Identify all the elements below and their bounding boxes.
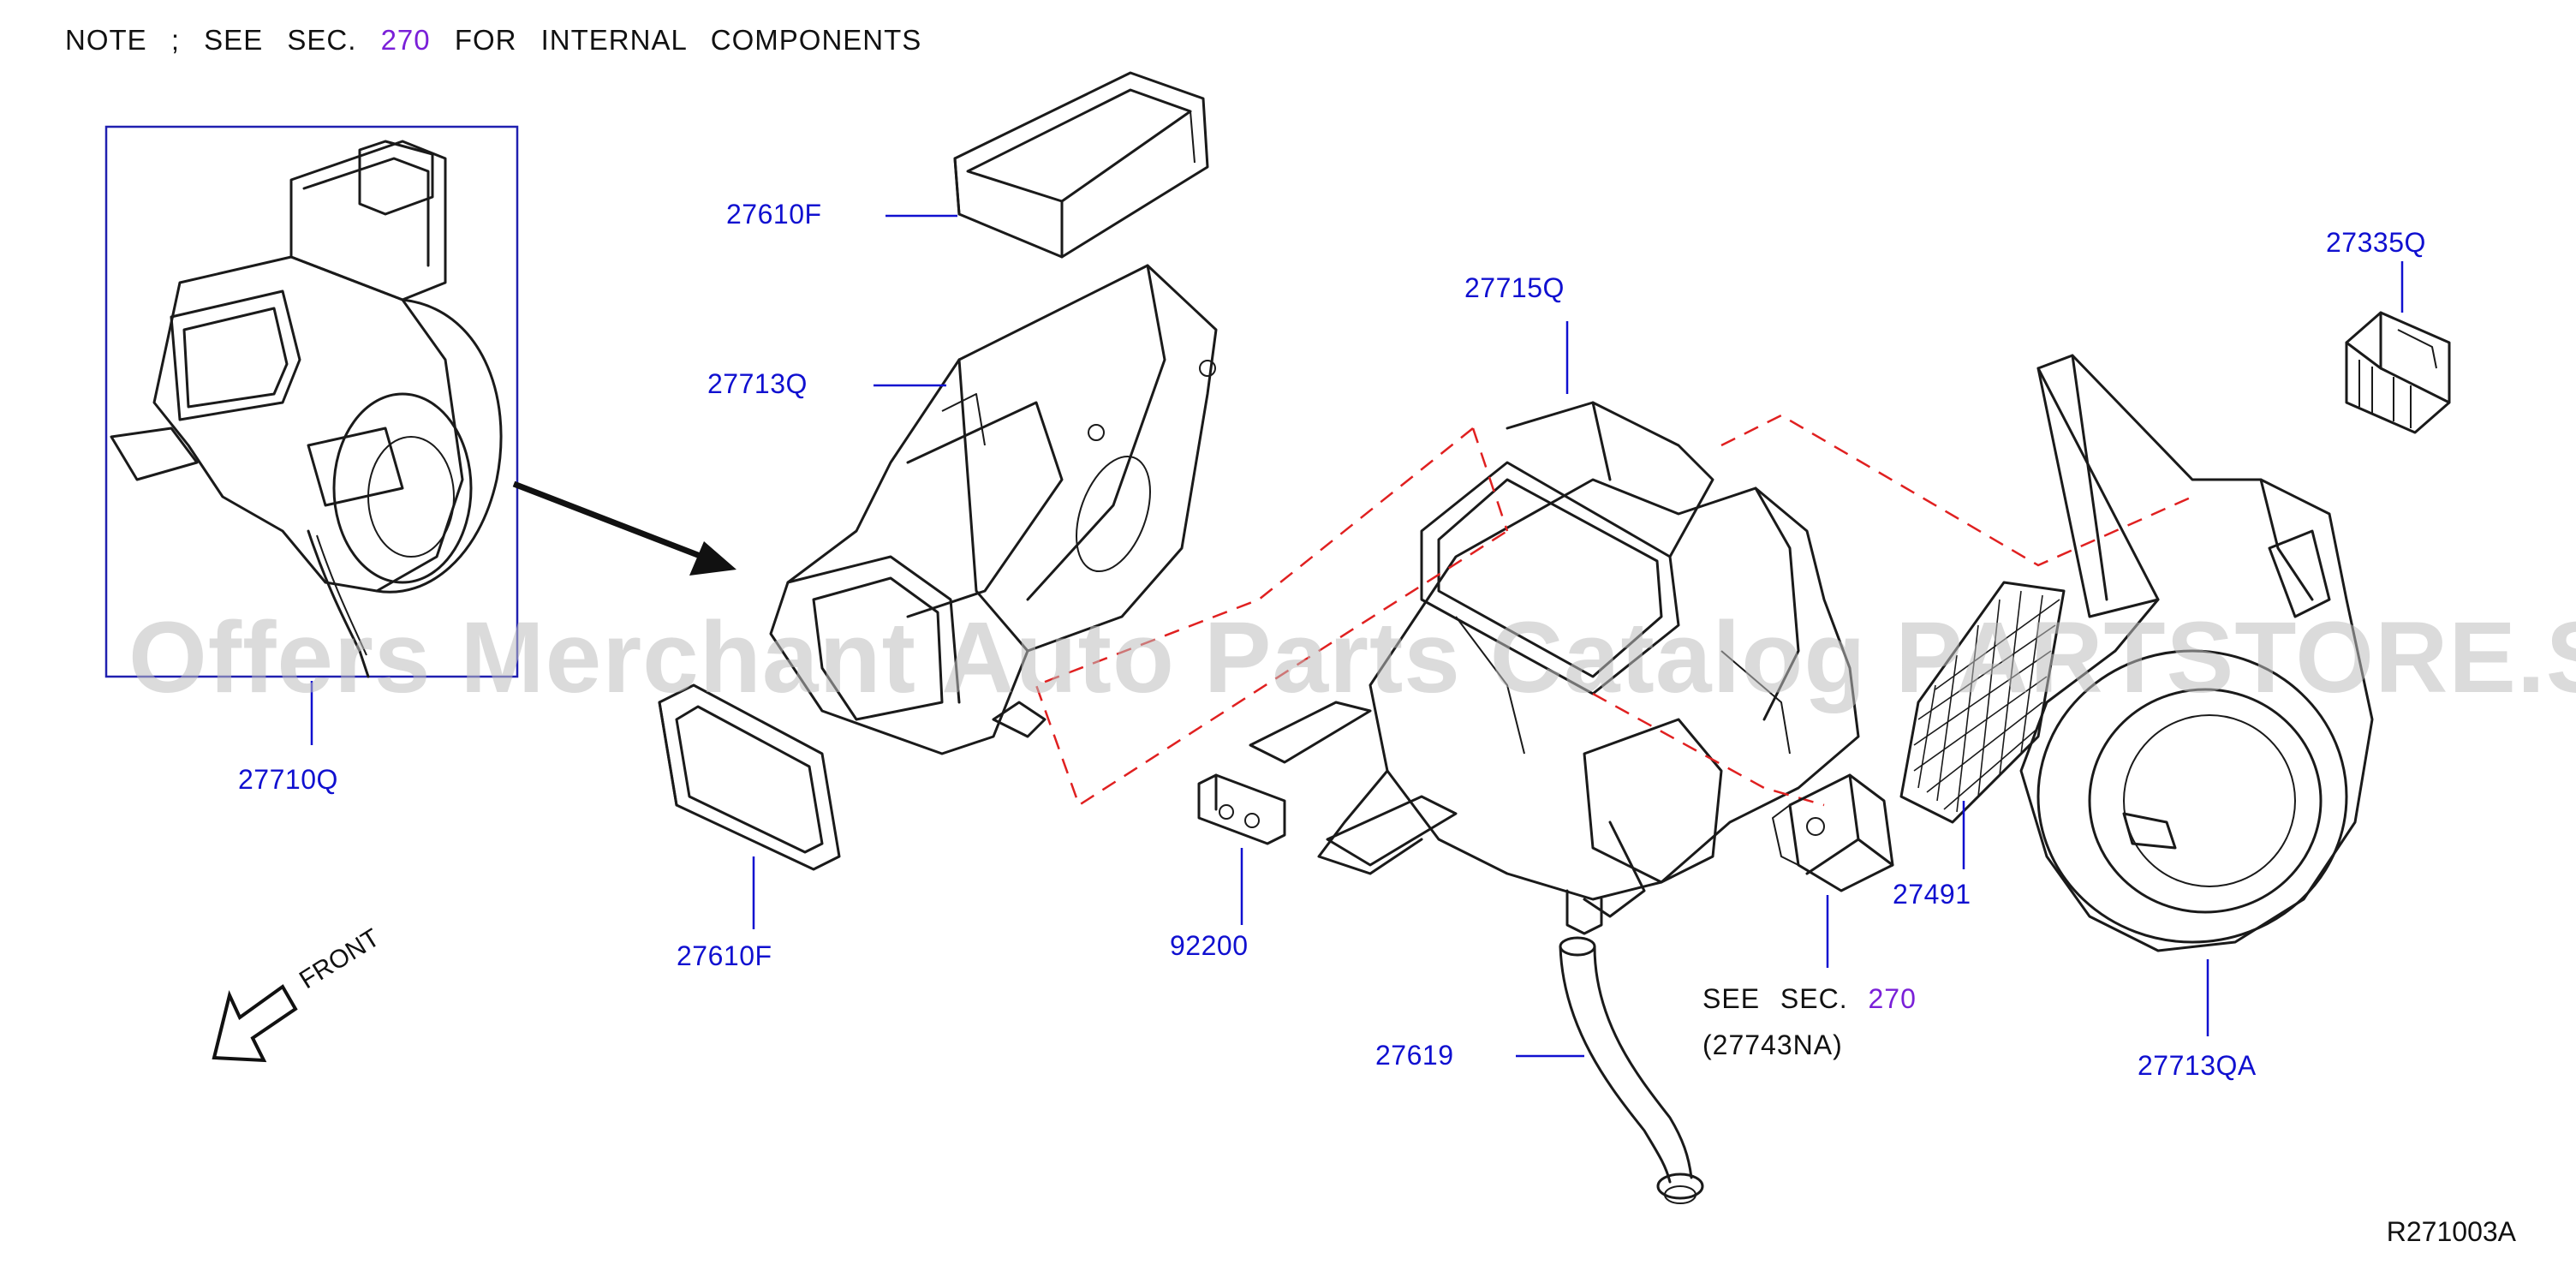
duct-seal-27610F-top[interactable]: [953, 71, 1209, 259]
duct-seal-27610F-bottom[interactable]: [658, 683, 841, 871]
see-section-part-number: (27743NA): [1702, 1029, 1843, 1060]
see-section-reference: SEE SEC. 270: [1702, 983, 1917, 1015]
drawing-reference: R271003A: [2386, 1216, 2516, 1247]
part-label-27713QA[interactable]: 27713QA: [2138, 1050, 2257, 1081]
blower-housing-27713QA[interactable]: [2019, 354, 2374, 952]
note-section-link[interactable]: 270: [380, 24, 431, 56]
note-prefix: NOTE ; SEE SEC.: [65, 24, 357, 56]
blower-resistor-27335Q[interactable]: [2345, 311, 2451, 434]
part-label-27715Q[interactable]: 27715Q: [1464, 272, 1565, 303]
see-section-prefix: SEE SEC.: [1702, 983, 1848, 1014]
actuator-27743NA[interactable]: [1772, 773, 1894, 892]
part-label-27335Q[interactable]: 27335Q: [2326, 227, 2426, 258]
heater-unit-assembly-27710Q[interactable]: [104, 125, 519, 678]
section-note: NOTE ; SEE SEC. 270 FOR INTERNAL COMPONE…: [65, 24, 921, 57]
part-label-92200[interactable]: 92200: [1170, 930, 1249, 961]
part-label-27619[interactable]: 27619: [1375, 1040, 1454, 1071]
assembly-direction-arrow: [512, 480, 736, 576]
note-suffix: FOR INTERNAL COMPONENTS: [454, 24, 922, 56]
leader-lines: [310, 214, 2404, 1058]
see-section-link[interactable]: 270: [1868, 983, 1917, 1014]
grommet-92200[interactable]: [1197, 773, 1286, 845]
heater-case-upper-27713Q[interactable]: [769, 264, 1218, 755]
part-label-27713Q[interactable]: 27713Q: [707, 368, 808, 399]
air-filter-27491[interactable]: [1899, 581, 2066, 824]
part-label-27710Q[interactable]: 27710Q: [238, 764, 338, 795]
watermark: Offers Merchant Auto Parts Catalog PARTS…: [128, 601, 2576, 714]
part-label-27610F-bottom[interactable]: 27610F: [677, 940, 772, 971]
part-label-27610F-top[interactable]: 27610F: [726, 199, 822, 230]
part-label-27491[interactable]: 27491: [1893, 879, 1971, 910]
drain-hose-27619[interactable]: [1559, 936, 1704, 1204]
heater-unit-body-27715Q[interactable]: [1249, 401, 1860, 935]
front-direction-arrow: [212, 984, 298, 1063]
